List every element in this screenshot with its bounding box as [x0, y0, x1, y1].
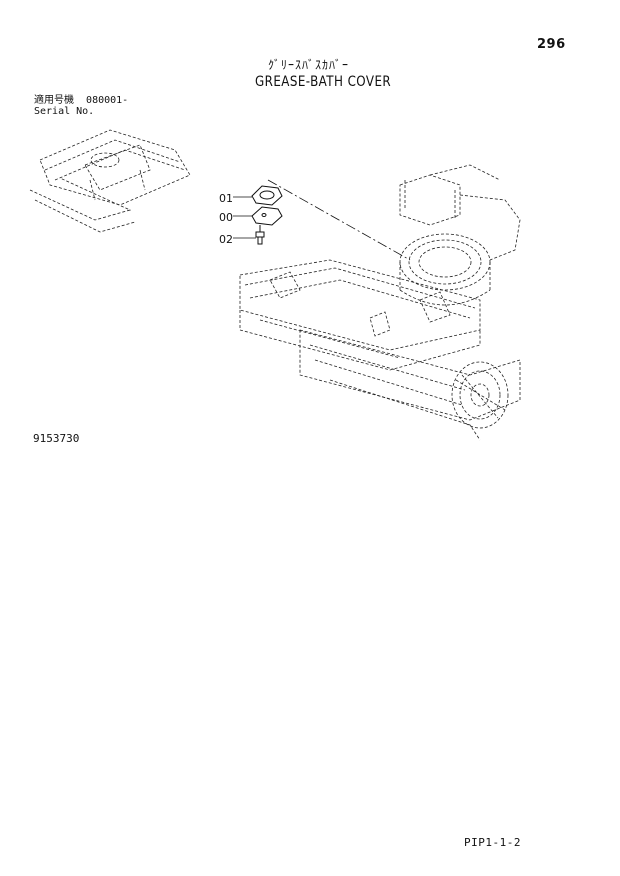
part-label-01: 01 — [219, 192, 233, 205]
serial-jp-row: 適用号機 080001- — [34, 95, 128, 106]
overview-thumbnail — [29, 129, 191, 233]
serial-block: 適用号機 080001- Serial No. — [34, 95, 128, 117]
bolt-part — [255, 225, 265, 245]
cover-part — [251, 206, 283, 226]
part-label-00: 00 — [219, 211, 233, 224]
part-label-02: 02 — [219, 233, 233, 246]
page-number: 296 — [537, 37, 566, 52]
gasket-part — [251, 185, 283, 206]
title-english: GREASE-BATH COVER — [255, 74, 392, 90]
figure-number: 9153730 — [33, 432, 80, 445]
serial-jp-label: 適用号機 — [34, 95, 74, 106]
footer-code: PIP1-1-2 — [464, 836, 521, 849]
excavator-undercarriage — [239, 164, 521, 441]
serial-range: 080001- — [86, 95, 129, 106]
title-japanese: ｸﾞﾘｰｽﾊﾞｽｶﾊﾞｰ — [268, 58, 350, 72]
serial-en-label: Serial No. — [34, 106, 95, 117]
